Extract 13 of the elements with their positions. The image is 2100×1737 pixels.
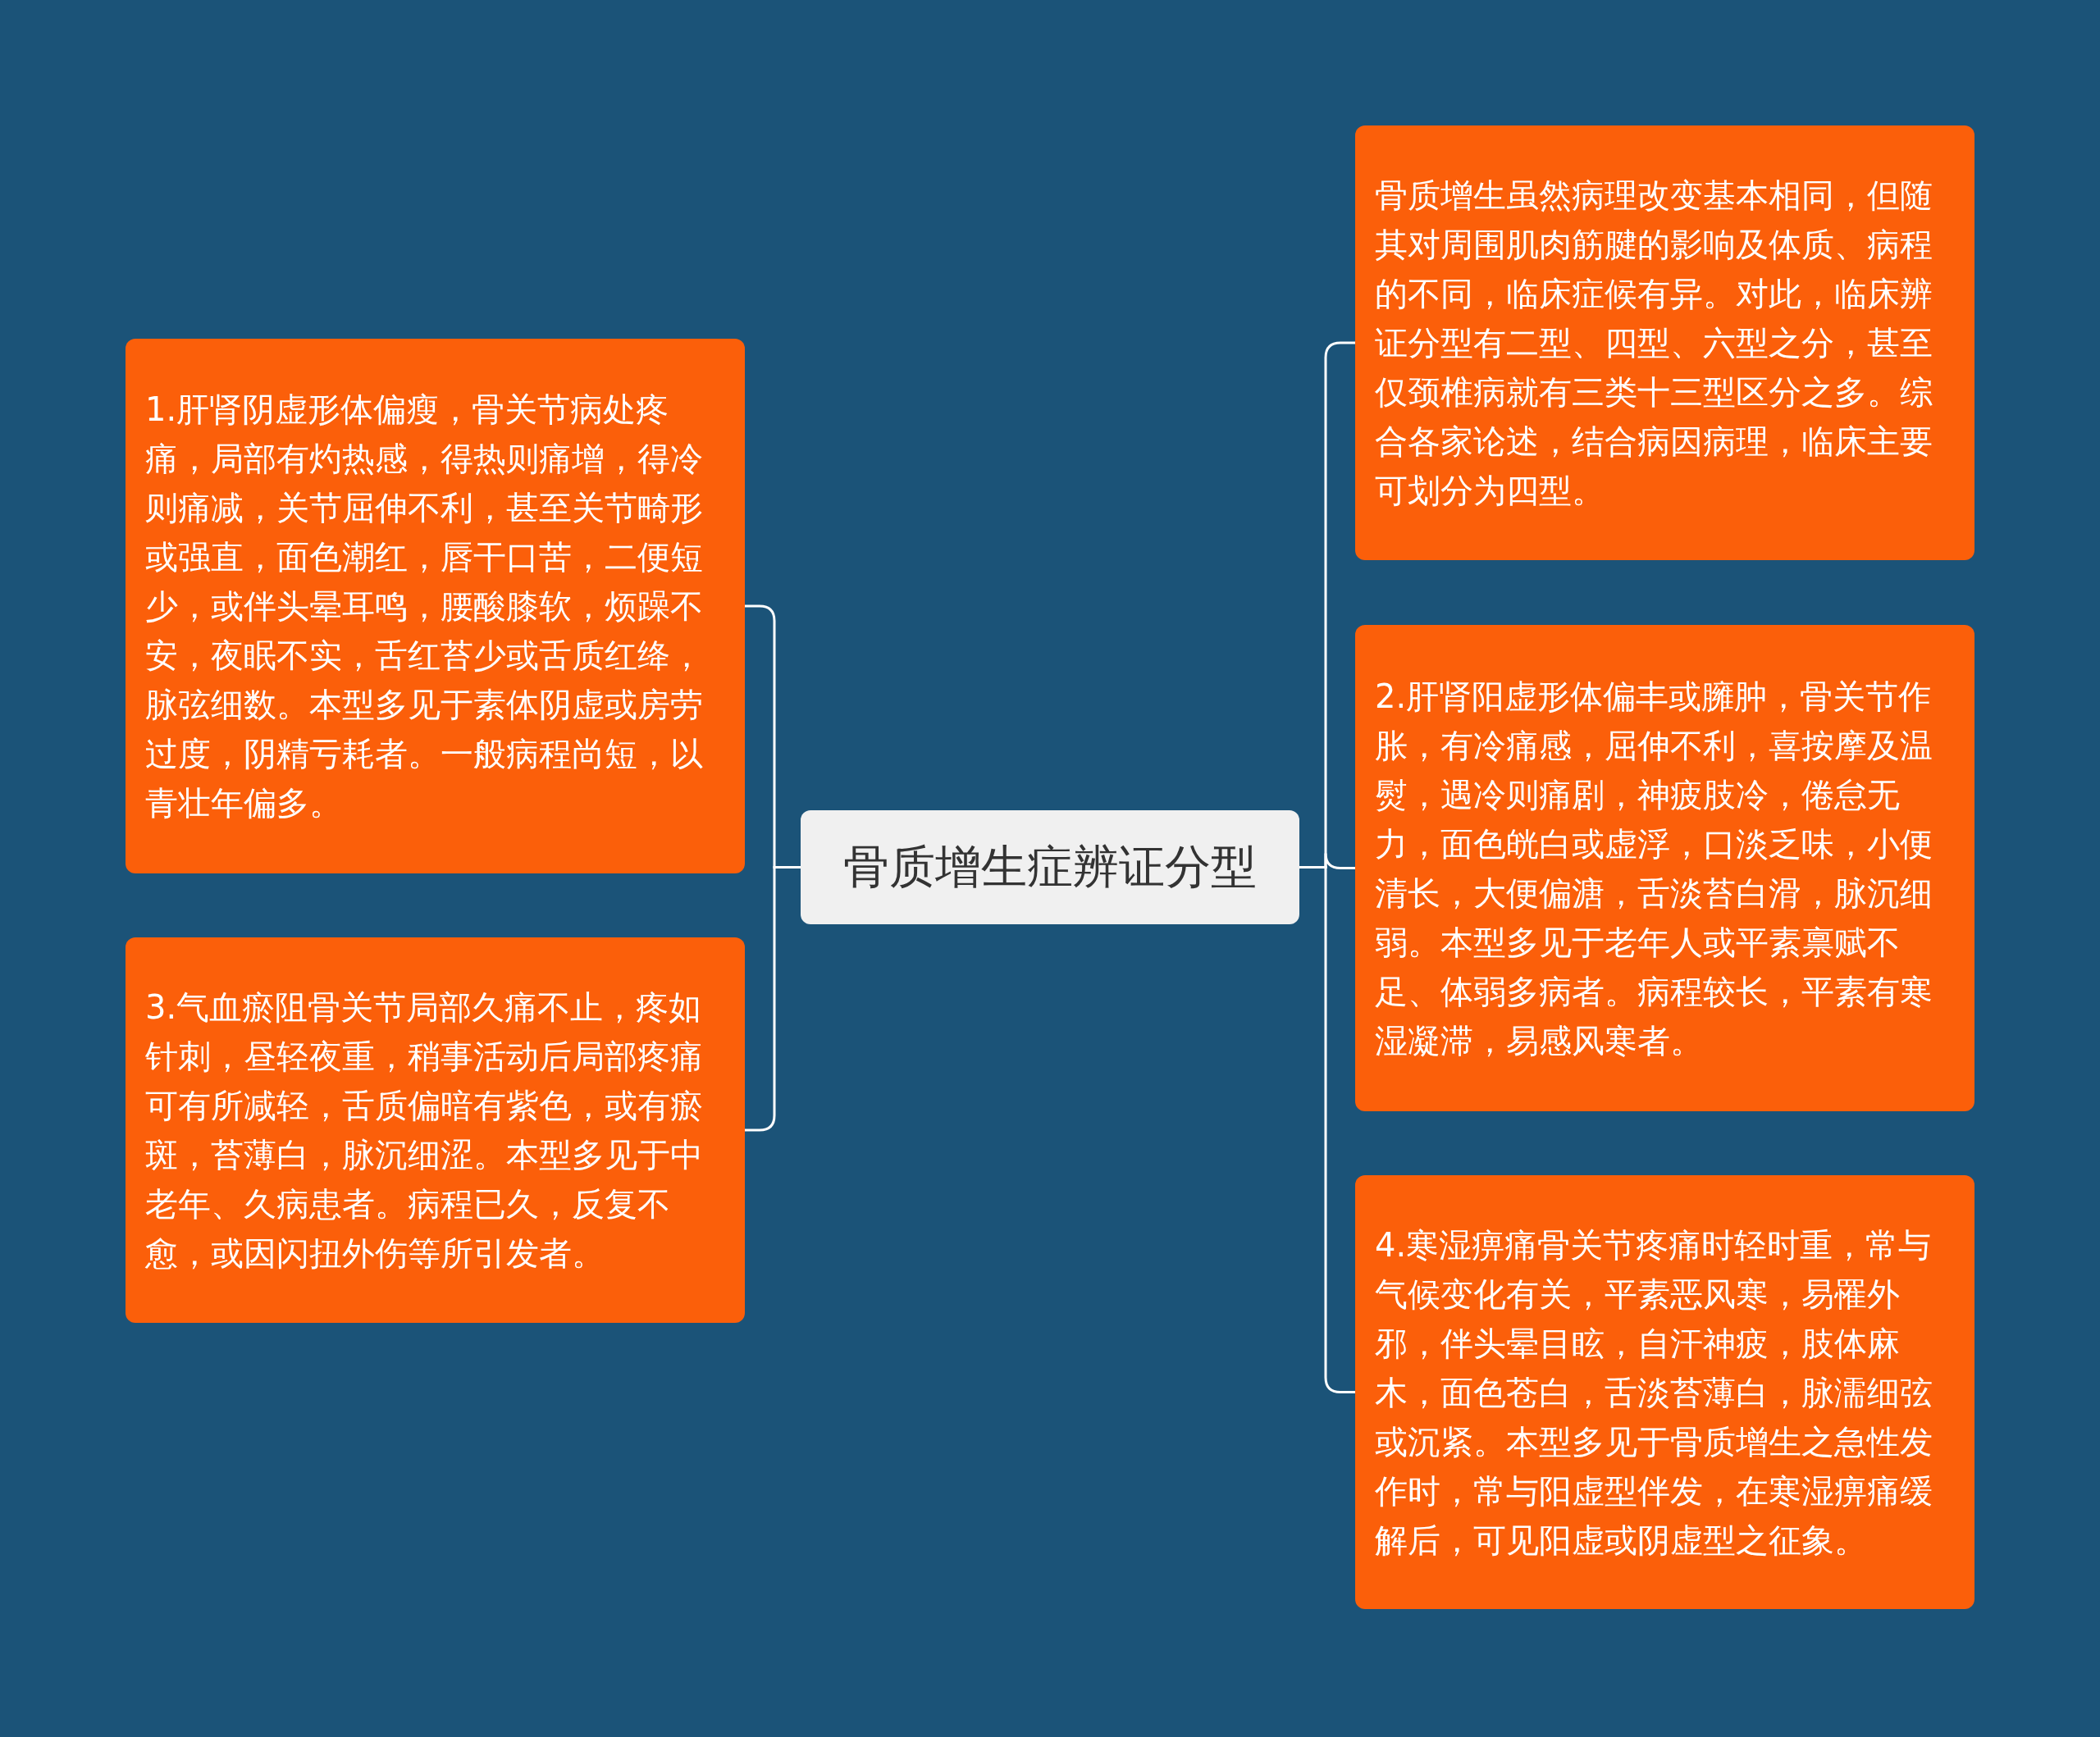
card-text: 4.寒湿痹痛骨关节疼痛时轻时重，常与气候变化有关，平素恶风寒，易罹外邪，伴头晕目眩，自汗神疲，肢体麻木，面色苍白，舌淡苔薄白，脉濡细弦或沉紧。本型多见于骨质增生之急性发作时，常与阳虚型伴发，在寒湿痹痛缓解后，可见阳虚或阴虚型之征象。 (1375, 1224, 1933, 1561)
card-text: 2.肝肾阳虚形体偏丰或臃肿，骨关节作胀，有冷痛感，屈伸不利，喜按摩及温熨，遇冷则痛剧，神疲肢冷，倦怠无力，面色㿠白或虚浮，口淡乏味，小便清长，大便偏溏，舌淡苔白滑，脉沉细弱。本型多见于老年人或平素禀赋不足、体弱多病者。病程较长，平素有寒湿凝滞，易感风寒者。 (1375, 676, 1933, 1061)
text-card (1355, 1175, 1974, 1609)
connector-line (745, 866, 801, 1132)
text-card (1355, 125, 1974, 560)
card-text: 3.气血瘀阻骨关节局部久痛不止，疼如针刺，昼轻夜重，稍事活动后局部疼痛可有所减轻，舌质偏暗有紫色，或有瘀斑，苔薄白，脉沉细涩。本型多见于中老年、久病患者。病程已久，反复不愈，或因闪扭外伤等所引发者。 (145, 987, 704, 1274)
text-card (126, 339, 745, 873)
topic-title: 骨质增生症辨证分型 (843, 838, 1257, 895)
text-card (1355, 625, 1974, 1111)
text-card (126, 937, 745, 1323)
topic-box (801, 810, 1299, 924)
card-text: 1.肝肾阴虚形体偏瘦，骨关节病处疼痛，局部有灼热感，得热则痛增，得冷则痛减，关节屈伸不利，甚至关节畸形或强直，面色潮红，唇干口苦，二便短少，或伴头晕耳鸣，腰酸膝软，烦躁不安，夜眠不实，舌红苔少或舌质红绛，脉弦细数。本型多见于素体阴虚或房劳过度，阴精亏耗者。一般病程尚短，以青壮年偏多。 (145, 390, 704, 823)
card-text: 骨质增生虽然病理改变基本相同，但随其对周围肌肉筋腱的影响及体质、病程的不同，临床症候有异。对此，临床辨证分型有二型、四型、六型之分，甚至仅颈椎病就有三类十三型区分之多。综合各家论述，结合病因病理，临床主要可划分为四型。 (1375, 176, 1933, 511)
